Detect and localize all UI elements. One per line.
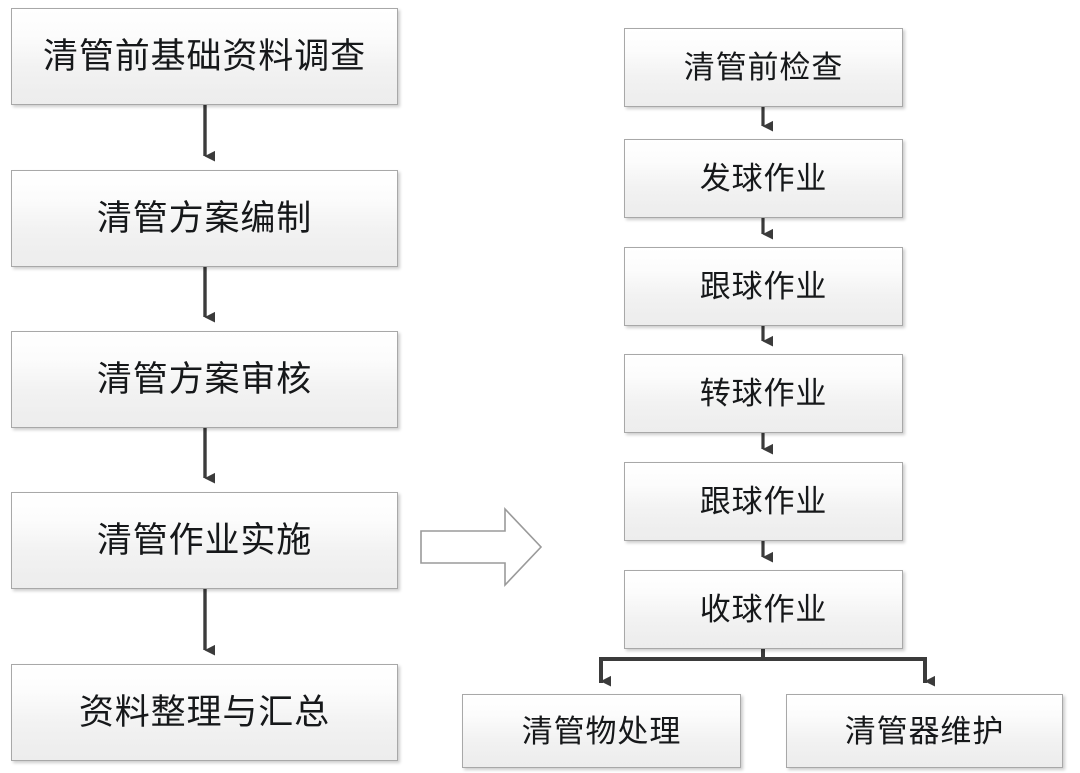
block-arrow-icon	[420, 506, 543, 588]
node-label: 清管方案编制	[96, 199, 313, 238]
node-label: 清管方案审核	[96, 360, 313, 399]
node-pig-maintenance[interactable]: 清管器维护	[786, 694, 1063, 768]
node-label: 清管器维护	[844, 713, 1005, 749]
node-label: 清管前基础资料调查	[43, 37, 366, 76]
node-pre-pigging-data-survey[interactable]: 清管前基础资料调查	[11, 8, 398, 105]
node-pig-launching[interactable]: 发球作业	[624, 139, 903, 218]
node-pig-receiving[interactable]: 收球作业	[624, 570, 903, 649]
node-pig-tracking-1[interactable]: 跟球作业	[624, 247, 903, 326]
node-pigging-plan-preparation[interactable]: 清管方案编制	[11, 170, 398, 267]
node-label: 跟球作业	[699, 269, 828, 304]
node-label: 资料整理与汇总	[78, 693, 331, 732]
node-pigging-plan-review[interactable]: 清管方案审核	[11, 331, 398, 428]
node-label: 转球作业	[699, 376, 828, 411]
node-pigging-debris-disposal[interactable]: 清管物处理	[462, 694, 741, 768]
node-data-compilation-summary[interactable]: 资料整理与汇总	[11, 664, 398, 761]
node-label: 跟球作业	[699, 484, 828, 519]
node-pre-pigging-inspection[interactable]: 清管前检查	[624, 28, 903, 107]
node-pigging-operation-execution[interactable]: 清管作业实施	[11, 492, 398, 589]
node-label: 发球作业	[699, 161, 828, 196]
node-label: 收球作业	[699, 592, 828, 627]
node-label: 清管前检查	[683, 50, 844, 85]
node-pig-transfer[interactable]: 转球作业	[624, 354, 903, 433]
node-label: 清管物处理	[521, 713, 682, 749]
node-label: 清管作业实施	[96, 521, 313, 560]
node-pig-tracking-2[interactable]: 跟球作业	[624, 462, 903, 541]
